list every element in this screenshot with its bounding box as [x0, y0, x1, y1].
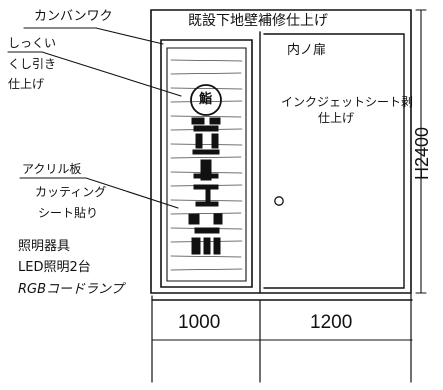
leader-lines: [7, 27, 182, 209]
label-finish-line2: 仕上げ: [318, 111, 355, 125]
seal-label: 鮨: [199, 92, 213, 107]
label-comb: くし引き: [8, 57, 57, 71]
label-graphic-line1: カッティング: [35, 185, 107, 199]
dimension-left-width: 1000: [178, 312, 221, 333]
label-comb-finish: 仕上げ: [8, 77, 45, 91]
label-acrylic: アクリル板: [22, 162, 82, 176]
signboard-frame: [160, 39, 253, 288]
label-graphic-line2: シート貼り: [38, 206, 99, 220]
door-knob: [274, 196, 284, 206]
leader-plaster: [7, 51, 182, 97]
label-lighting-line3: RGBコードランプ: [18, 282, 124, 297]
label-lighting-line1: 照明器具: [18, 239, 71, 254]
label-top-right: 既設下地壁補修仕上げ: [188, 13, 328, 29]
signboard-inner-frame: [166, 47, 247, 282]
leader-signframe: [23, 27, 164, 45]
dimension-right-width: 1200: [310, 312, 353, 333]
label-finish-line1: インクジェットシート剥: [281, 95, 414, 109]
label-signframe: カンバンワク: [34, 9, 113, 24]
label-lighting-line2: LED照明2台: [18, 260, 91, 275]
label-door: 内ノ扉: [287, 43, 327, 58]
door-outline: [263, 33, 405, 289]
seal-circle: [190, 84, 222, 116]
outer-frame: [150, 9, 412, 294]
label-plaster: しっくい: [8, 36, 57, 50]
dimension-height: H2400: [412, 126, 432, 180]
sign-characters: [188, 117, 223, 255]
leader-acrylic: [19, 177, 179, 209]
